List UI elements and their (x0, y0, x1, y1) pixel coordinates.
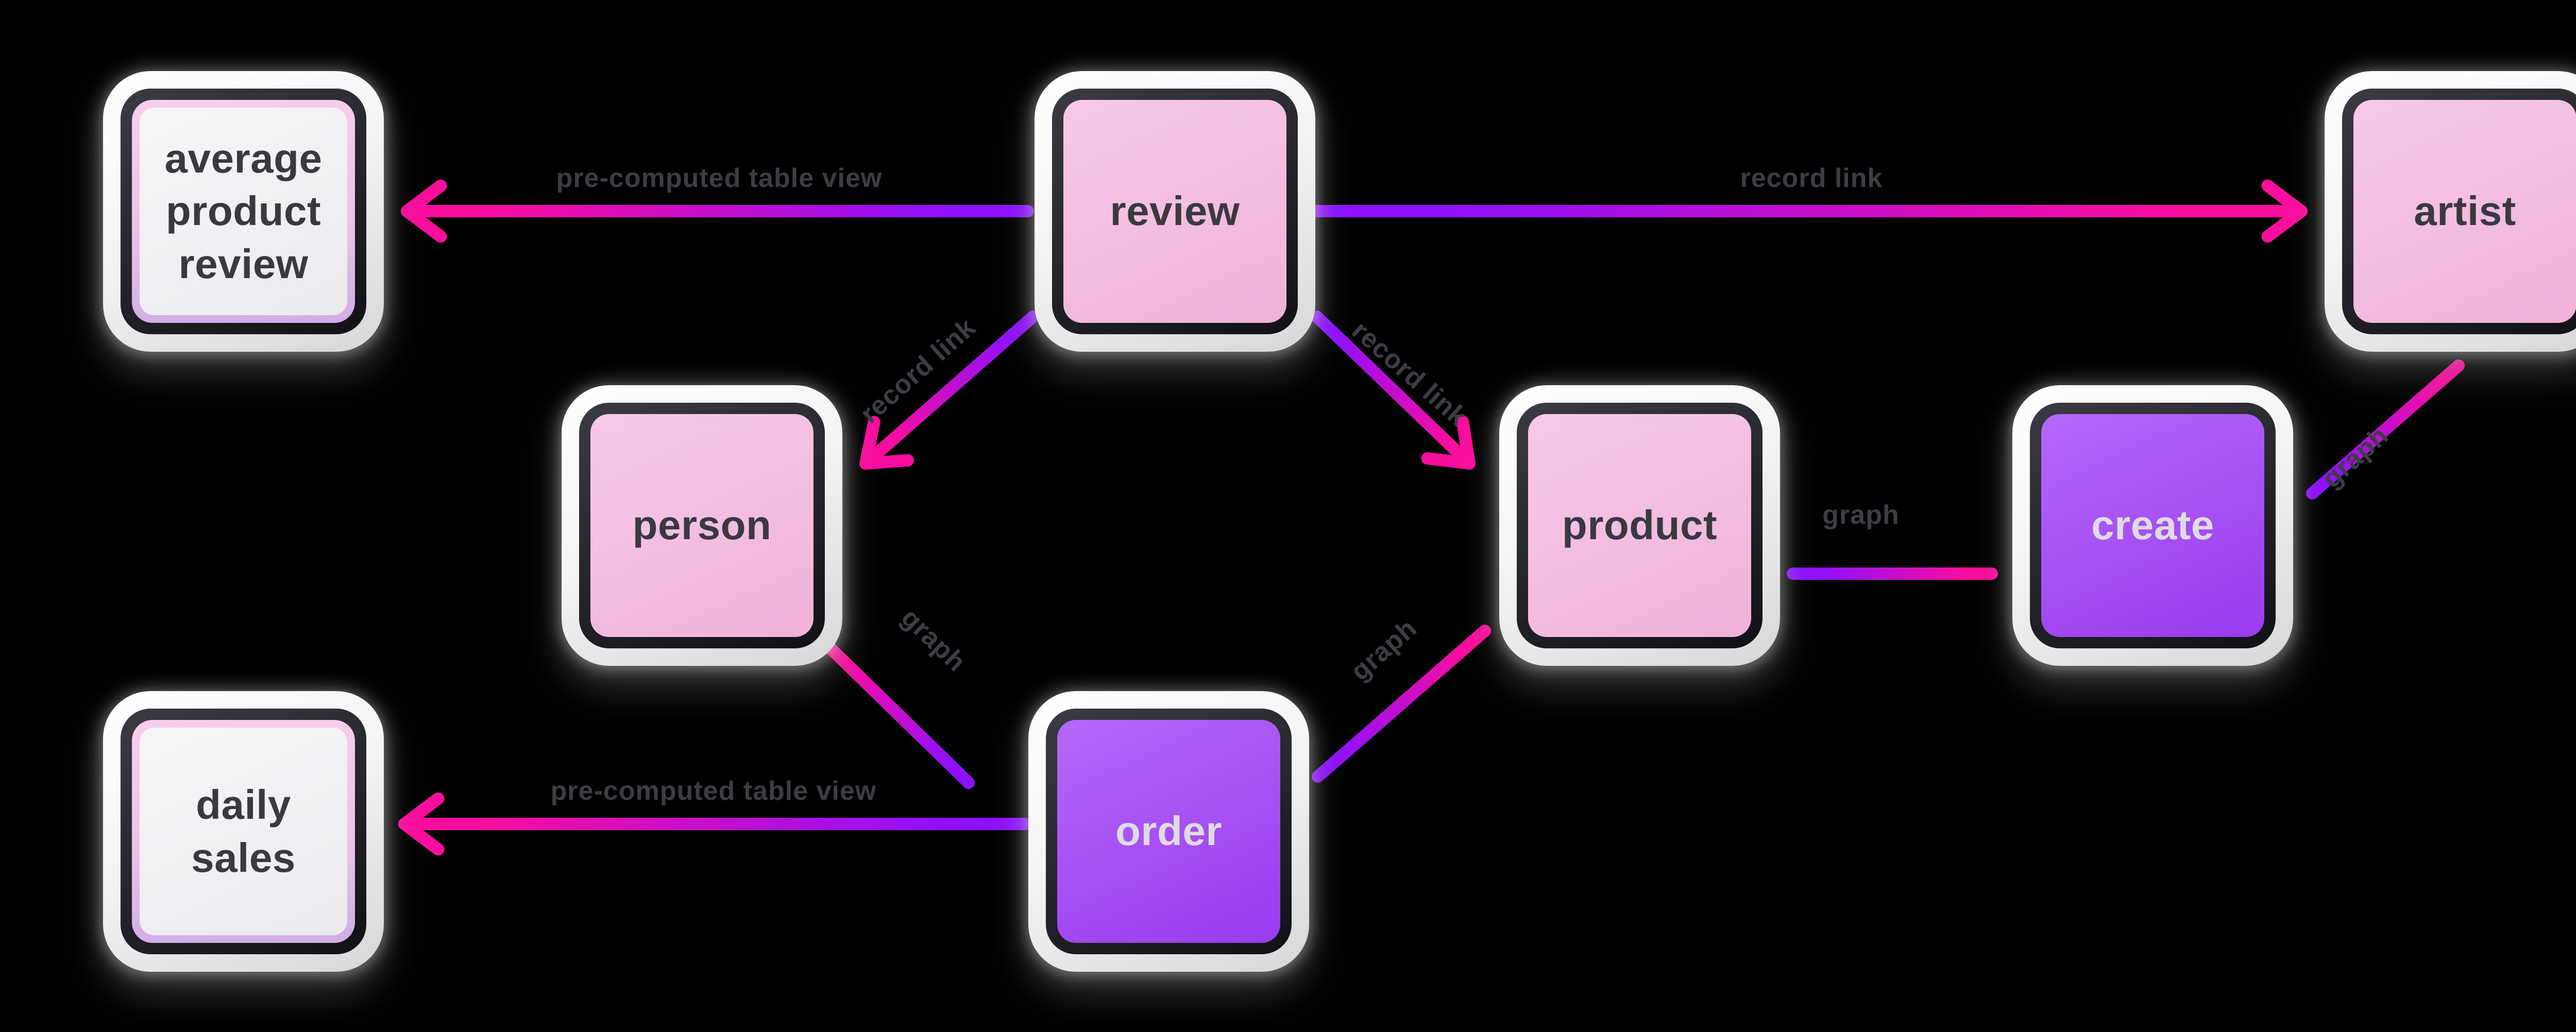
node-person: person (562, 385, 842, 666)
node-border-create: create (2030, 403, 2276, 648)
arrowhead-order-to-daily-sales (398, 792, 445, 856)
node-face-product: product (1528, 414, 1751, 637)
edge-review-to-product (1311, 311, 1476, 470)
node-border-product: product (1517, 403, 1762, 648)
arrowhead-review-to-person (859, 416, 914, 470)
edge-label-review-to-artist: record link (1740, 163, 1883, 193)
node-face-person: person (590, 414, 814, 637)
edge-order-to-product (1312, 625, 1491, 783)
node-face-create: create (2041, 414, 2264, 637)
node-label-create: create (2091, 502, 2214, 548)
node-border-order: order (1046, 709, 1292, 954)
node-artist: artist (2325, 71, 2576, 352)
node-product: product (1499, 385, 1780, 666)
node-label-artist: artist (2414, 188, 2516, 234)
node-border-review: review (1052, 89, 1298, 334)
edge-create-to-artist (2306, 359, 2465, 500)
edge-label-order-to-daily-sales: pre-computed table view (550, 776, 877, 806)
arrowhead-review-to-average-product-review (401, 179, 447, 243)
arrowhead-review-to-product (1421, 416, 1476, 470)
edge-label-product-to-create: graph (1822, 500, 1900, 530)
node-face-artist: artist (2353, 100, 2576, 323)
node-label-product: product (1562, 502, 1718, 548)
edge-person-to-order (822, 640, 975, 789)
node-border-person: person (579, 403, 825, 648)
node-label-review: review (1110, 188, 1240, 234)
node-face-review: review (1063, 100, 1286, 323)
node-label-order: order (1115, 808, 1222, 854)
node-review: review (1035, 71, 1315, 352)
node-border-artist: artist (2342, 89, 2576, 334)
node-label-person: person (632, 502, 772, 548)
edge-label-review-to-average-product-review: pre-computed table view (556, 163, 883, 193)
node-face-order: order (1057, 720, 1280, 943)
arrowhead-review-to-artist (2261, 179, 2308, 243)
node-order: order (1028, 691, 1309, 972)
node-create: create (2012, 385, 2293, 666)
edge-review-to-person (859, 311, 1039, 470)
